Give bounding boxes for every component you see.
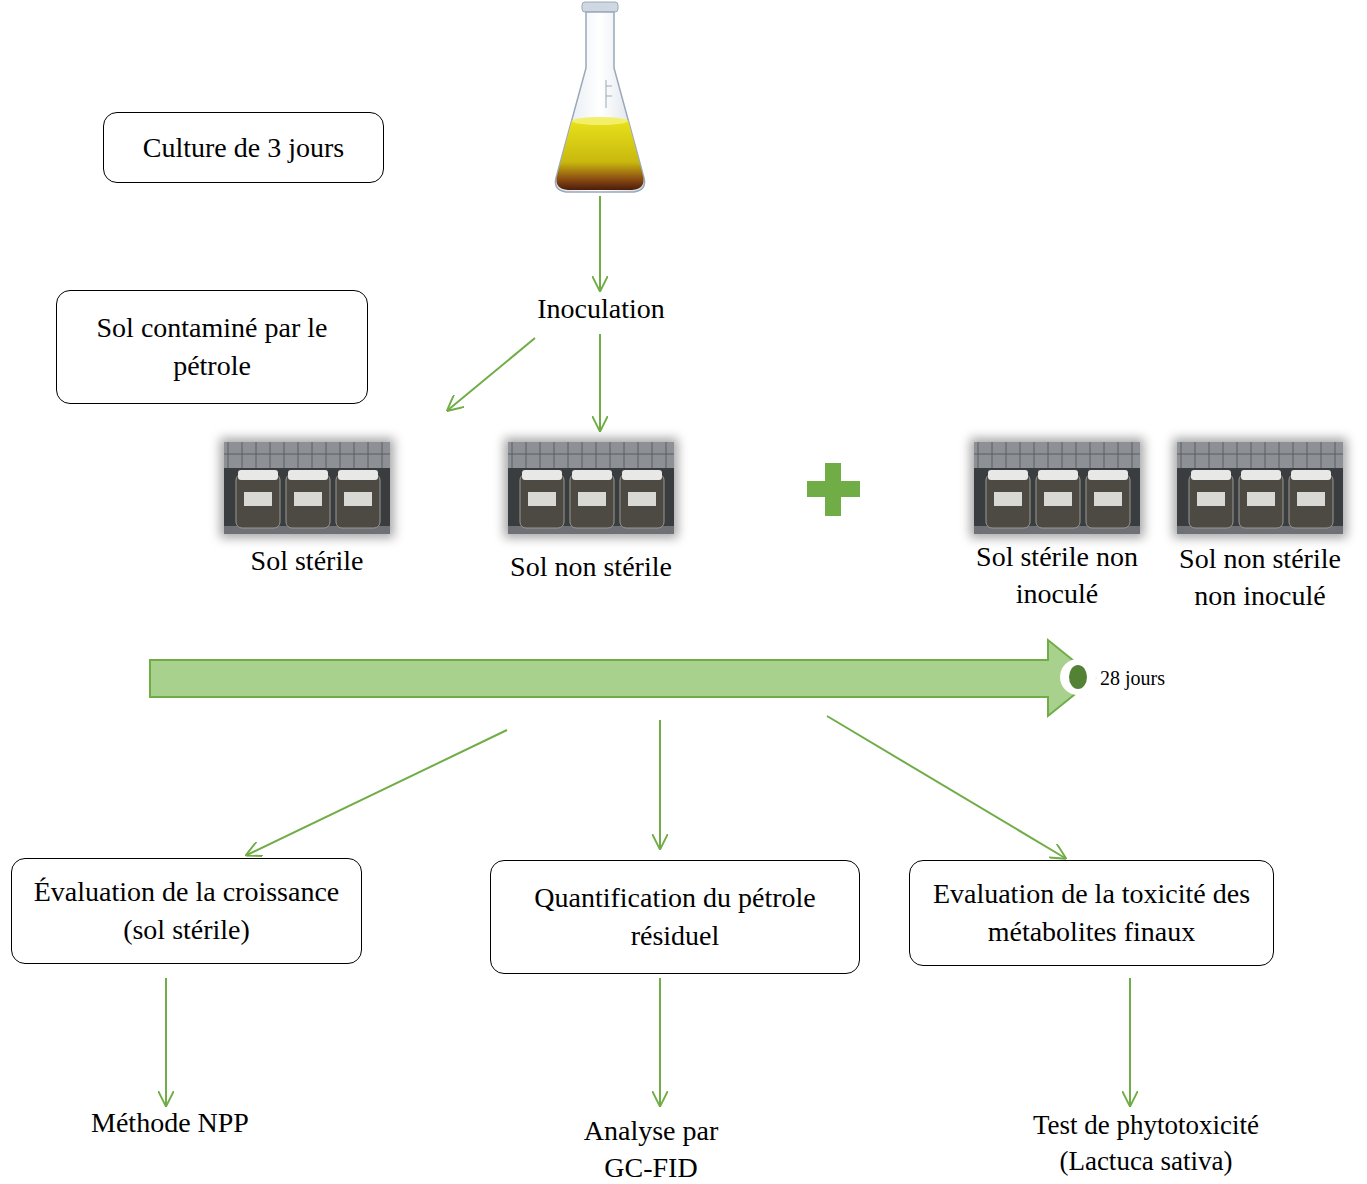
- soil-jars-photo: [974, 442, 1140, 534]
- photo-caption: Sol non stérile non inoculé: [1158, 540, 1363, 614]
- box-text: Évaluation de la croissance (sol stérile…: [26, 873, 347, 949]
- soil-jars-photo: [1177, 442, 1343, 534]
- process-box: Culture de 3 jours: [103, 112, 384, 183]
- box-text: Evaluation de la toxicité des métabolite…: [924, 875, 1259, 951]
- photo-art: [224, 442, 390, 534]
- step-label: Inoculation: [501, 290, 701, 327]
- flask-illustration: [555, 2, 644, 192]
- process-box: Evaluation de la toxicité des métabolite…: [909, 860, 1274, 966]
- soil-sample: Sol stérile non inoculé: [955, 442, 1160, 612]
- method-label: Méthode NPP: [50, 1104, 290, 1141]
- photo-art: [508, 442, 674, 534]
- photo-caption: Sol stérile: [192, 542, 422, 579]
- soil-sample: Sol stérile: [192, 442, 422, 579]
- photo-caption: Sol stérile non inoculé: [955, 538, 1160, 612]
- photo-art: [1177, 442, 1343, 534]
- timeline-arrow: [150, 640, 1096, 716]
- box-text: Culture de 3 jours: [143, 129, 344, 167]
- process-box: Quantification du pétrole résiduel: [490, 860, 860, 974]
- method-label: Test de phytotoxicité (Lactuca sativa): [1001, 1108, 1291, 1180]
- box-text: Quantification du pétrole résiduel: [505, 879, 845, 955]
- process-box: Évaluation de la croissance (sol stérile…: [11, 858, 362, 964]
- box-text: Sol contaminé par le pétrole: [71, 309, 353, 385]
- photo-caption: Sol non stérile: [476, 548, 706, 585]
- soil-sample: Sol non stérile: [476, 442, 706, 585]
- method-label: Analyse par GC-FID: [566, 1112, 736, 1184]
- plus-symbol: [807, 463, 860, 516]
- process-box: Sol contaminé par le pétrole: [56, 290, 368, 404]
- soil-jars-photo: [508, 442, 674, 534]
- duration-label: 28 jours: [1100, 665, 1220, 692]
- soil-jars-photo: [224, 442, 390, 534]
- photo-art: [974, 442, 1140, 534]
- soil-sample: Sol non stérile non inoculé: [1158, 442, 1363, 614]
